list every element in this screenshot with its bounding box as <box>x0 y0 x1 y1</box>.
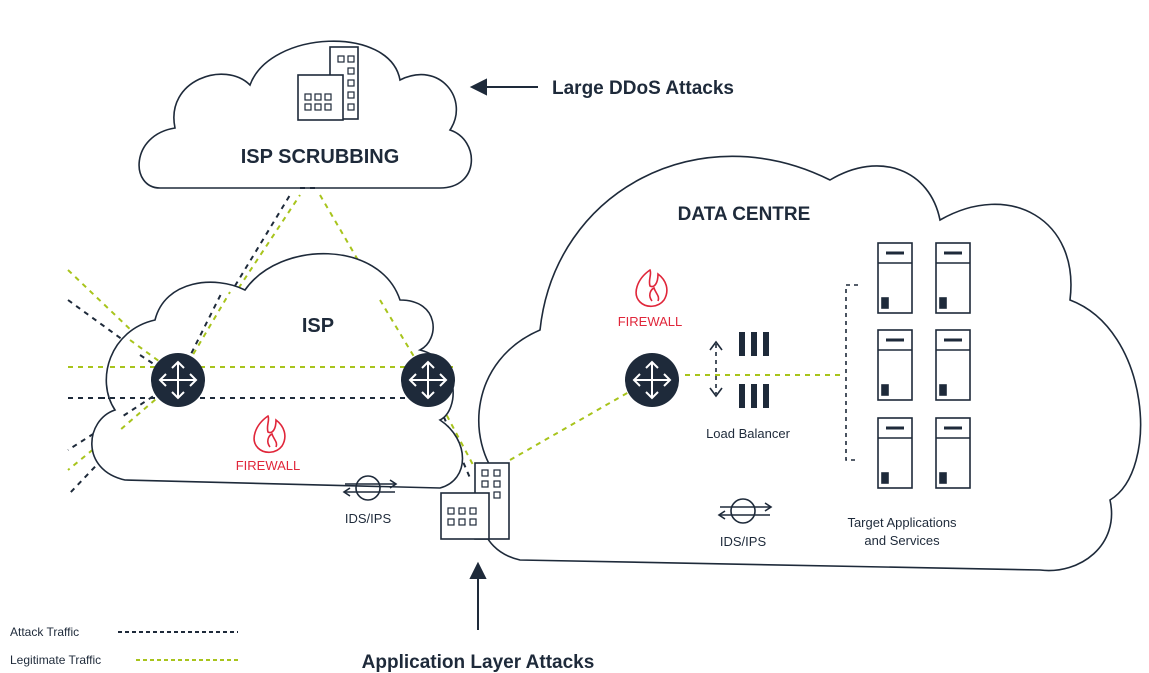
server-icons <box>877 242 971 489</box>
arrow-icon <box>469 78 538 96</box>
arrow-icon <box>469 561 487 630</box>
firewall-dc-label: FIREWALL <box>618 314 683 329</box>
target-label-line1: Target Applications <box>847 515 957 530</box>
isp-cloud <box>91 252 464 489</box>
server-icon <box>935 329 971 401</box>
ids-ips-icon <box>717 498 773 524</box>
router-icon <box>401 353 455 407</box>
legend-legitimate-label: Legitimate Traffic <box>10 653 101 667</box>
server-bracket <box>845 284 858 461</box>
router-icon <box>151 353 205 407</box>
ids-ips-icon <box>342 475 398 501</box>
server-icon <box>935 417 971 489</box>
scrubbing-building-icon <box>297 46 359 121</box>
firewall-isp-label: FIREWALL <box>236 458 301 473</box>
application-building-icon <box>440 462 510 540</box>
isp-scrubbing-label: ISP SCRUBBING <box>241 146 400 168</box>
data-centre-cloud <box>478 155 1142 572</box>
ids-ips-dc-label: IDS/IPS <box>720 534 767 549</box>
ids-ips-isp-label: IDS/IPS <box>345 511 392 526</box>
server-icon <box>877 242 913 314</box>
data-centre-label: DATA CENTRE <box>678 204 811 225</box>
isp-label: ISP <box>302 315 334 337</box>
server-icon <box>877 329 913 401</box>
load-balancer-label: Load Balancer <box>706 426 791 441</box>
large-ddos-label: Large DDoS Attacks <box>552 78 734 99</box>
app-layer-label: Application Layer Attacks <box>362 652 595 673</box>
legend-attack-label: Attack Traffic <box>10 625 79 639</box>
target-label-line2: and Services <box>864 533 940 548</box>
server-icon <box>877 417 913 489</box>
legend: Attack Traffic Legitimate Traffic <box>10 625 238 667</box>
router-icon <box>625 353 679 407</box>
flame-icon <box>253 414 286 454</box>
load-balancer-icon <box>709 332 769 408</box>
server-icon <box>935 242 971 314</box>
flame-icon <box>635 268 668 308</box>
